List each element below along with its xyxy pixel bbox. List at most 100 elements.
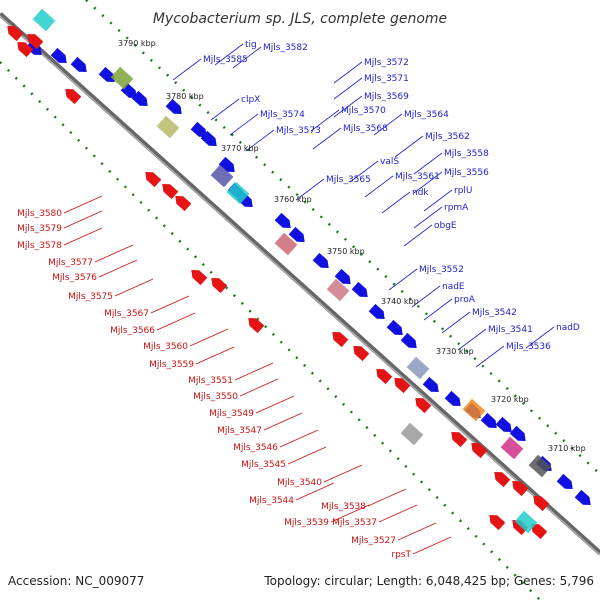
reverse-labels: Mjls_3580Mjls_3579Mjls_3578Mjls_3577Mjls…	[17, 209, 411, 560]
forward-gene-arrow	[25, 39, 42, 56]
forward-gene-arrow	[386, 319, 403, 336]
forward-gene-arrow	[495, 416, 512, 433]
reverse-gene-arrow	[65, 88, 82, 105]
reverse-gene-arrow	[27, 33, 44, 50]
gene-label-reverse: rpsT	[391, 550, 411, 560]
reverse-gene-arrow	[394, 377, 411, 394]
forward-gene-arrow	[165, 98, 182, 115]
reverse-gene-arrow	[248, 317, 265, 334]
gene-label-reverse: Mjls_3540	[277, 478, 322, 488]
reverse-gene-arrow	[145, 171, 162, 188]
tick-label: 3720 kbp	[491, 395, 529, 404]
reverse-gene-arrow	[17, 41, 34, 58]
tick-label: 3780 kbp	[166, 92, 204, 101]
forward-gene-arrow	[131, 90, 148, 107]
reverse-gene-arrow	[415, 397, 432, 414]
gene-label-reverse: Mjls_3551	[188, 376, 233, 386]
annotation-block	[156, 115, 180, 139]
annotation-block	[500, 436, 524, 460]
gene-label-reverse: Mjls_3550	[193, 392, 238, 402]
reverse-gene-arrow	[191, 269, 208, 286]
gene-label-forward: obgE	[434, 221, 457, 231]
gene-label-reverse: Mjls_3559	[149, 360, 194, 370]
reverse-gene-arrow	[512, 480, 529, 497]
gene-label-reverse: Mjls_3579	[17, 224, 62, 234]
forward-gene-arrow	[190, 121, 207, 138]
annotation-block	[326, 278, 350, 302]
gene-label-forward: Mjls_3562	[425, 132, 470, 142]
gene-label-forward: Mjls_3536	[506, 342, 551, 352]
gene-label-forward: Mjls_3582	[263, 43, 308, 53]
gene-label-reverse: Mjls_3549	[209, 409, 254, 419]
forward-gene-arrow	[274, 212, 291, 229]
gene-label-reverse: Mjls_3576	[52, 273, 97, 283]
annotation-block	[406, 356, 430, 380]
gene-label-reverse: Mjls_3580	[17, 209, 62, 219]
reverse-gene-arrow	[332, 331, 349, 348]
annotation-block	[400, 422, 424, 446]
tick-label: 3730 kbp	[436, 347, 474, 356]
forward-gene-arrow	[334, 268, 351, 285]
forward-gene-arrow	[70, 56, 87, 73]
tick-label: 3770 kbp	[221, 144, 259, 153]
gene-label-forward: Mjls_3585	[203, 55, 248, 65]
forward-gene-arrow	[312, 252, 329, 269]
reverse-gene-arrow	[471, 442, 488, 459]
map-title: Mycobacterium sp. JLS, complete genome	[153, 11, 447, 27]
gene-label-reverse: Mjls_3566	[110, 326, 155, 336]
gene-label-forward: Mjls_3574	[260, 110, 305, 120]
gene-label-forward: Mjls_3569	[364, 92, 409, 102]
gene-label-reverse: Mjls_3538	[321, 502, 366, 512]
forward-gene-arrow	[444, 390, 461, 407]
annotation-block	[32, 8, 56, 32]
gene-label-forward: Mjls_3564	[404, 110, 449, 120]
gene-label-forward: nadD	[556, 323, 580, 333]
forward-gene-arrow	[574, 489, 591, 506]
reverse-gene-arrow	[7, 25, 24, 42]
reverse-gene-arrow	[489, 514, 506, 531]
genome-backbone	[0, 12, 600, 555]
reverse-gene-arrow	[211, 277, 228, 294]
gene-label-reverse: Mjls_3547	[217, 426, 262, 436]
gene-label-reverse: Mjls_3577	[48, 258, 93, 268]
accession: Accession: NC_009077	[8, 574, 144, 588]
reverse-gene-arrow	[512, 519, 529, 536]
tick-label: 3740 kbp	[381, 297, 419, 306]
gene-label-forward: Mjls_3558	[444, 149, 489, 159]
forward-gene-arrow	[368, 303, 385, 320]
gene-label-forward: rpmA	[444, 203, 469, 213]
forward-gene-arrow	[351, 281, 368, 298]
label-leaders	[63, 43, 555, 555]
gene-label-forward: Mjls_3572	[364, 58, 409, 68]
annotation-block	[210, 164, 234, 188]
forward-gene-arrow	[218, 156, 235, 173]
gene-label-reverse: Mjls_3527	[351, 536, 396, 546]
gene-label-reverse: Mjls_3545	[241, 460, 286, 470]
annotation-block	[462, 398, 486, 422]
gene-label-forward: Mjls_3541	[488, 325, 533, 335]
gene-label-reverse: Mjls_3539	[284, 518, 329, 528]
tick-label: 3760 kbp	[274, 195, 312, 204]
gene-label-reverse: Mjls_3567	[104, 309, 149, 319]
gene-label-forward: Mjls_3571	[364, 74, 409, 84]
reverse-gene-arrow	[353, 345, 370, 362]
reverse-gene-arrow	[175, 195, 192, 212]
gene-label-forward: proA	[454, 295, 476, 305]
gene-label-reverse: Mjls_3560	[143, 342, 188, 352]
gene-label-forward: Mjls_3568	[343, 124, 388, 134]
gene-label-forward: valS	[380, 157, 399, 167]
forward-gene-arrow	[98, 66, 115, 83]
gene-label-forward: Mjls_3565	[326, 175, 371, 185]
reverse-gene-arrow	[162, 183, 179, 200]
gene-label-forward: Mjls_3561	[395, 172, 440, 182]
genome-summary: Topology: circular; Length: 6,048,425 bp…	[263, 574, 594, 588]
annotation-block	[514, 510, 538, 534]
gene-label-forward: rplU	[454, 186, 473, 196]
gene-label-reverse: Mjls_3546	[233, 443, 278, 453]
gene-label-reverse: Mjls_3575	[68, 292, 113, 302]
forward-gene-arrow	[422, 376, 439, 393]
forward-gene-arrow	[556, 473, 573, 490]
